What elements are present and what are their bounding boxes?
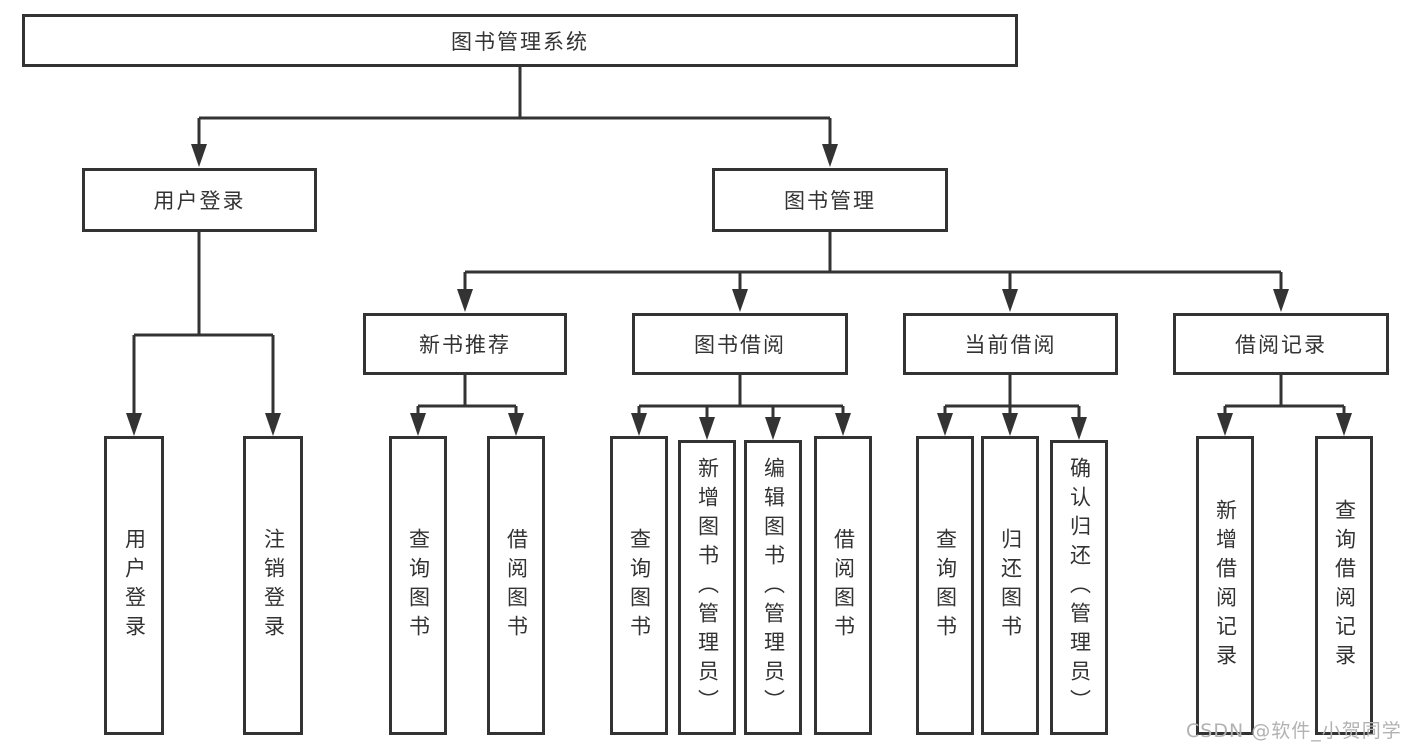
node-label: 新增借阅记录 — [1213, 498, 1238, 673]
leaf-query-books-borrow: 查询图书 — [610, 436, 668, 735]
leaf-borrow-books-recommend: 借阅图书 — [487, 436, 545, 735]
node-borrowing-records: 借阅记录 — [1173, 313, 1389, 375]
node-user-login: 用户登录 — [82, 168, 317, 232]
csdn-watermark: CSDN @软件_小贺同学 — [1186, 720, 1402, 742]
node-label: 确认归还（管理员） — [1067, 457, 1092, 718]
node-current-borrowing: 当前借阅 — [903, 313, 1118, 375]
leaf-borrow-books: 借阅图书 — [814, 436, 872, 735]
node-label: 归还图书 — [998, 527, 1023, 644]
leaf-query-books-recommend: 查询图书 — [389, 436, 447, 735]
node-label: 查询借阅记录 — [1332, 498, 1357, 673]
connector-root-to-level2 — [191, 67, 838, 167]
node-label: 编辑图书（管理员） — [761, 457, 786, 718]
leaf-logout: 注销登录 — [243, 436, 303, 735]
connector-user-login-branch — [126, 232, 281, 436]
node-label: 借阅图书 — [831, 527, 856, 644]
leaf-add-borrow-record: 新增借阅记录 — [1196, 436, 1254, 735]
leaf-add-books-admin: 新增图书（管理员） — [678, 440, 736, 735]
node-label: 新书推荐 — [419, 333, 511, 357]
node-label: 注销登录 — [261, 527, 286, 644]
node-label: 图书借阅 — [694, 333, 786, 357]
node-book-borrowing: 图书借阅 — [632, 313, 848, 375]
node-label: 借阅图书 — [504, 527, 529, 644]
node-book-management: 图书管理 — [712, 168, 948, 232]
node-label: 图书管理 — [784, 189, 876, 213]
connector-borrow-records-branch — [1217, 375, 1352, 436]
node-label: 用户登录 — [122, 527, 147, 644]
node-label: 查询图书 — [933, 527, 958, 644]
leaf-user-login: 用户登录 — [104, 436, 164, 735]
connector-book-management-branch — [457, 232, 1289, 312]
leaf-query-books-current: 查询图书 — [916, 436, 974, 735]
node-label: 查询图书 — [406, 527, 431, 644]
node-label: 新增图书（管理员） — [695, 457, 720, 718]
node-label: 借阅记录 — [1235, 333, 1327, 357]
node-new-book-recommendation: 新书推荐 — [363, 313, 567, 375]
node-label: 图书管理系统 — [451, 29, 589, 54]
node-label: 用户登录 — [153, 189, 246, 213]
leaf-confirm-return-admin: 确认归还（管理员） — [1050, 440, 1108, 735]
leaf-query-borrow-record: 查询借阅记录 — [1315, 436, 1373, 735]
leaf-edit-books-admin: 编辑图书（管理员） — [744, 440, 802, 735]
connector-current-borrow-branch — [937, 375, 1087, 440]
connector-new-book-branch — [410, 375, 524, 436]
node-library-management-system: 图书管理系统 — [22, 14, 1018, 67]
leaf-return-books: 归还图书 — [981, 436, 1039, 735]
node-label: 当前借阅 — [964, 333, 1057, 357]
connector-book-borrow-branch — [631, 375, 851, 440]
node-label: 查询图书 — [627, 527, 652, 644]
